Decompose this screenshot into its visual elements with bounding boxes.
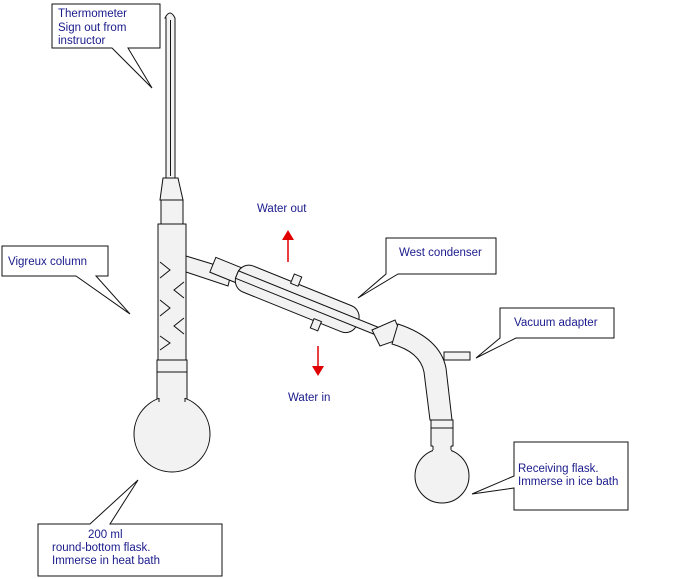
water-in-label: Water in xyxy=(288,392,330,404)
receiving-callout: Receiving flask. Immerse in ice bath xyxy=(471,441,629,511)
vacuum-adapter xyxy=(371,319,471,421)
vacuum-label: Vacuum adapter xyxy=(514,317,598,329)
receiving-flask xyxy=(414,419,470,504)
condenser-label: West condenser xyxy=(399,247,482,259)
vigreux-label: Vigreux column xyxy=(8,256,87,268)
vigreux-callout: Vigreux column xyxy=(1,245,131,315)
thermometer-callout: Thermometer Sign out from instructor xyxy=(51,3,161,89)
water-out-arrow xyxy=(282,230,294,262)
water-out-label: Water out xyxy=(257,203,307,215)
thermometer xyxy=(164,12,176,179)
condenser-callout: West condenser xyxy=(357,237,497,299)
thermometer-adapter xyxy=(159,177,184,225)
vigreux-column xyxy=(157,223,233,361)
flask-label: 200 ml round-bottom flask. Immerse in he… xyxy=(52,529,160,567)
west-condenser xyxy=(209,256,388,339)
vacuum-callout: Vacuum adapter xyxy=(475,307,615,359)
thermometer-label: Thermometer Sign out from instructor xyxy=(58,8,130,47)
flask-callout: 200 ml round-bottom flask. Immerse in he… xyxy=(37,479,223,577)
water-in-arrow xyxy=(312,346,324,376)
round-bottom-flask xyxy=(133,359,211,473)
receiving-label: Receiving flask. Immerse in ice bath xyxy=(518,463,618,488)
